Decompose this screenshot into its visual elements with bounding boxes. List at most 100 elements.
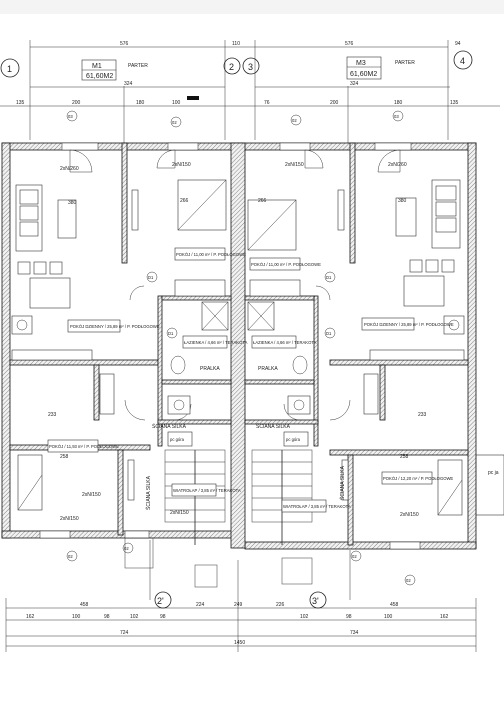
room-hall-left: ŁAZIENKA / 4,66 m² / TERAKOTA <box>184 340 248 345</box>
axis-3: 3 <box>248 62 253 72</box>
room-wc-right: WIATROŁAP / 3,85 m² / TERAKOTA <box>283 504 351 509</box>
window-label-1: 2xN/260 <box>60 166 79 172</box>
svg-text:D1: D1 <box>326 275 332 280</box>
svg-text:02: 02 <box>352 554 357 559</box>
label-sciana-4: ŚCIANA SILKA <box>338 465 346 500</box>
svg-text:380: 380 <box>398 198 407 204</box>
svg-text:100: 100 <box>384 614 393 620</box>
dim-135-right: 135 <box>450 100 459 106</box>
dim-576-left: 576 <box>120 41 129 47</box>
svg-text:102: 102 <box>300 614 309 620</box>
label-sciana-2: ŚCIANA SILKA <box>256 422 291 430</box>
entrance-steps <box>124 537 351 600</box>
svg-text:61,60M2: 61,60M2 <box>86 73 113 80</box>
svg-text:724: 724 <box>120 630 129 636</box>
svg-text:224: 224 <box>196 602 205 608</box>
svg-text:458: 458 <box>80 602 89 608</box>
window-label-3: 2xN/150 <box>285 162 304 168</box>
svg-text:102: 102 <box>130 614 139 620</box>
svg-text:162: 162 <box>26 614 35 620</box>
scan-edge <box>0 0 504 14</box>
label-pcgora-right: pc góra <box>286 437 301 442</box>
dim-324-right: 324 <box>350 81 359 87</box>
bottom-dimensions: 458 224 249 226 458 162 100 98 102 98 10… <box>5 560 477 652</box>
svg-text:98: 98 <box>346 614 352 620</box>
room-tags: POKÓJ DZIENNY / 25,89 m² / P. PODŁOGOWE … <box>47 247 454 513</box>
svg-text:D1: D1 <box>326 331 332 336</box>
label-pc-ja: pc ja <box>488 470 499 476</box>
dim-180-right: 180 <box>394 100 403 106</box>
label-pralka-left: PRALKA <box>200 366 220 372</box>
svg-text:M3: M3 <box>356 60 366 67</box>
axis-4: 4 <box>460 56 465 66</box>
svg-text:380: 380 <box>68 200 77 206</box>
svg-text:162: 162 <box>440 614 449 620</box>
label-pralka-right: PRALKA <box>258 366 278 372</box>
windows: 2xN/260 2xN/150 2xN/150 2xN/260 2xN/150 … <box>39 142 421 550</box>
svg-text:M1: M1 <box>92 63 102 70</box>
svg-text:02: 02 <box>124 546 129 551</box>
svg-text:PARTER: PARTER <box>395 60 415 66</box>
dim-135-left: 135 <box>16 100 25 106</box>
label-sciana-1: ŚCIANA SILKA <box>152 422 187 430</box>
axis-markers: 1 2 3 4 <box>0 50 473 78</box>
window-label-6: 2xN/150 <box>60 516 79 522</box>
svg-text:61,60M2: 61,60M2 <box>350 71 377 78</box>
dim-200-left: 200 <box>72 100 81 106</box>
svg-text:98: 98 <box>160 614 166 620</box>
svg-text:233: 233 <box>418 412 427 418</box>
misc-labels: PRALKA PRALKA pc góra pc góra ŚCIANA SIL… <box>48 198 504 586</box>
unit-label-m3: M3 61,60M2 PARTER <box>346 56 415 80</box>
svg-text:PARTER: PARTER <box>128 63 148 69</box>
door-swings <box>69 149 401 421</box>
svg-text:233: 233 <box>48 412 57 418</box>
svg-text:249: 249 <box>234 602 243 608</box>
svg-text:266: 266 <box>258 198 267 204</box>
svg-text:02: 02 <box>172 120 177 125</box>
axis-2: 2 <box>229 62 234 72</box>
dim-180-left: 180 <box>136 100 145 106</box>
svg-text:03: 03 <box>68 114 73 119</box>
svg-text:734: 734 <box>350 630 359 636</box>
svg-text:02: 02 <box>68 554 73 559</box>
room-bed-right: POKÓJ / 11,00 m² / P. PODŁOGOWE <box>251 262 321 267</box>
window-label-7: 2xN/150 <box>170 510 189 516</box>
dim-200-right: 200 <box>330 100 339 106</box>
dim-324-left: 324 <box>124 81 133 87</box>
furniture-right <box>247 179 465 516</box>
window-label-4: 2xN/260 <box>388 162 407 168</box>
svg-text:266: 266 <box>180 198 189 204</box>
dim-total: 1450 <box>234 640 245 646</box>
svg-text:D1: D1 <box>168 331 174 336</box>
svg-text:03: 03 <box>394 114 399 119</box>
room-bottom-right: POKÓJ / 12,20 m² / P. PODŁOGOWE <box>383 476 453 481</box>
room-living-right: POKÓJ DZIENNY / 25,89 m² / P. PODŁOGOWE <box>364 322 454 327</box>
svg-text:98: 98 <box>104 614 110 620</box>
svg-text:258: 258 <box>400 454 409 460</box>
label-pcgora-left: pc góra <box>170 437 185 442</box>
svg-text:02: 02 <box>406 578 411 583</box>
window-label-5: 2xN/150 <box>82 492 101 498</box>
axis-2-prime: 2' <box>157 596 164 606</box>
room-living-left: POKÓJ DZIENNY / 25,89 m² / P. PODŁOGOWE <box>70 324 160 329</box>
svg-text:D1: D1 <box>148 275 154 280</box>
room-wc-left: WIATROŁAP / 3,85 m² / TERAKOTA <box>173 488 241 493</box>
furniture-left <box>11 179 229 511</box>
label-sciana-3: ŚCIANA SILKA <box>144 475 152 510</box>
svg-text:458: 458 <box>390 602 399 608</box>
dim-100: 100 <box>172 100 181 106</box>
svg-text:02: 02 <box>292 118 297 123</box>
dim-576-right: 576 <box>345 41 354 47</box>
svg-text:226: 226 <box>276 602 285 608</box>
unit-label-m1: M1 61,60M2 PARTER <box>81 59 148 81</box>
axis-3-prime: 3' <box>312 596 319 606</box>
axis-1: 1 <box>7 64 12 74</box>
svg-text:100: 100 <box>72 614 81 620</box>
dim-76: 76 <box>264 100 270 106</box>
svg-text:258: 258 <box>60 454 69 460</box>
room-bed-left: POKÓJ / 11,00 m² / P. PODŁOGOWE <box>176 252 246 257</box>
dim-94: 94 <box>455 41 461 47</box>
window-label-2: 2xN/150 <box>172 162 191 168</box>
top-dimensions: 576 110 576 94 324 324 135 200 180 100 7… <box>0 40 500 145</box>
